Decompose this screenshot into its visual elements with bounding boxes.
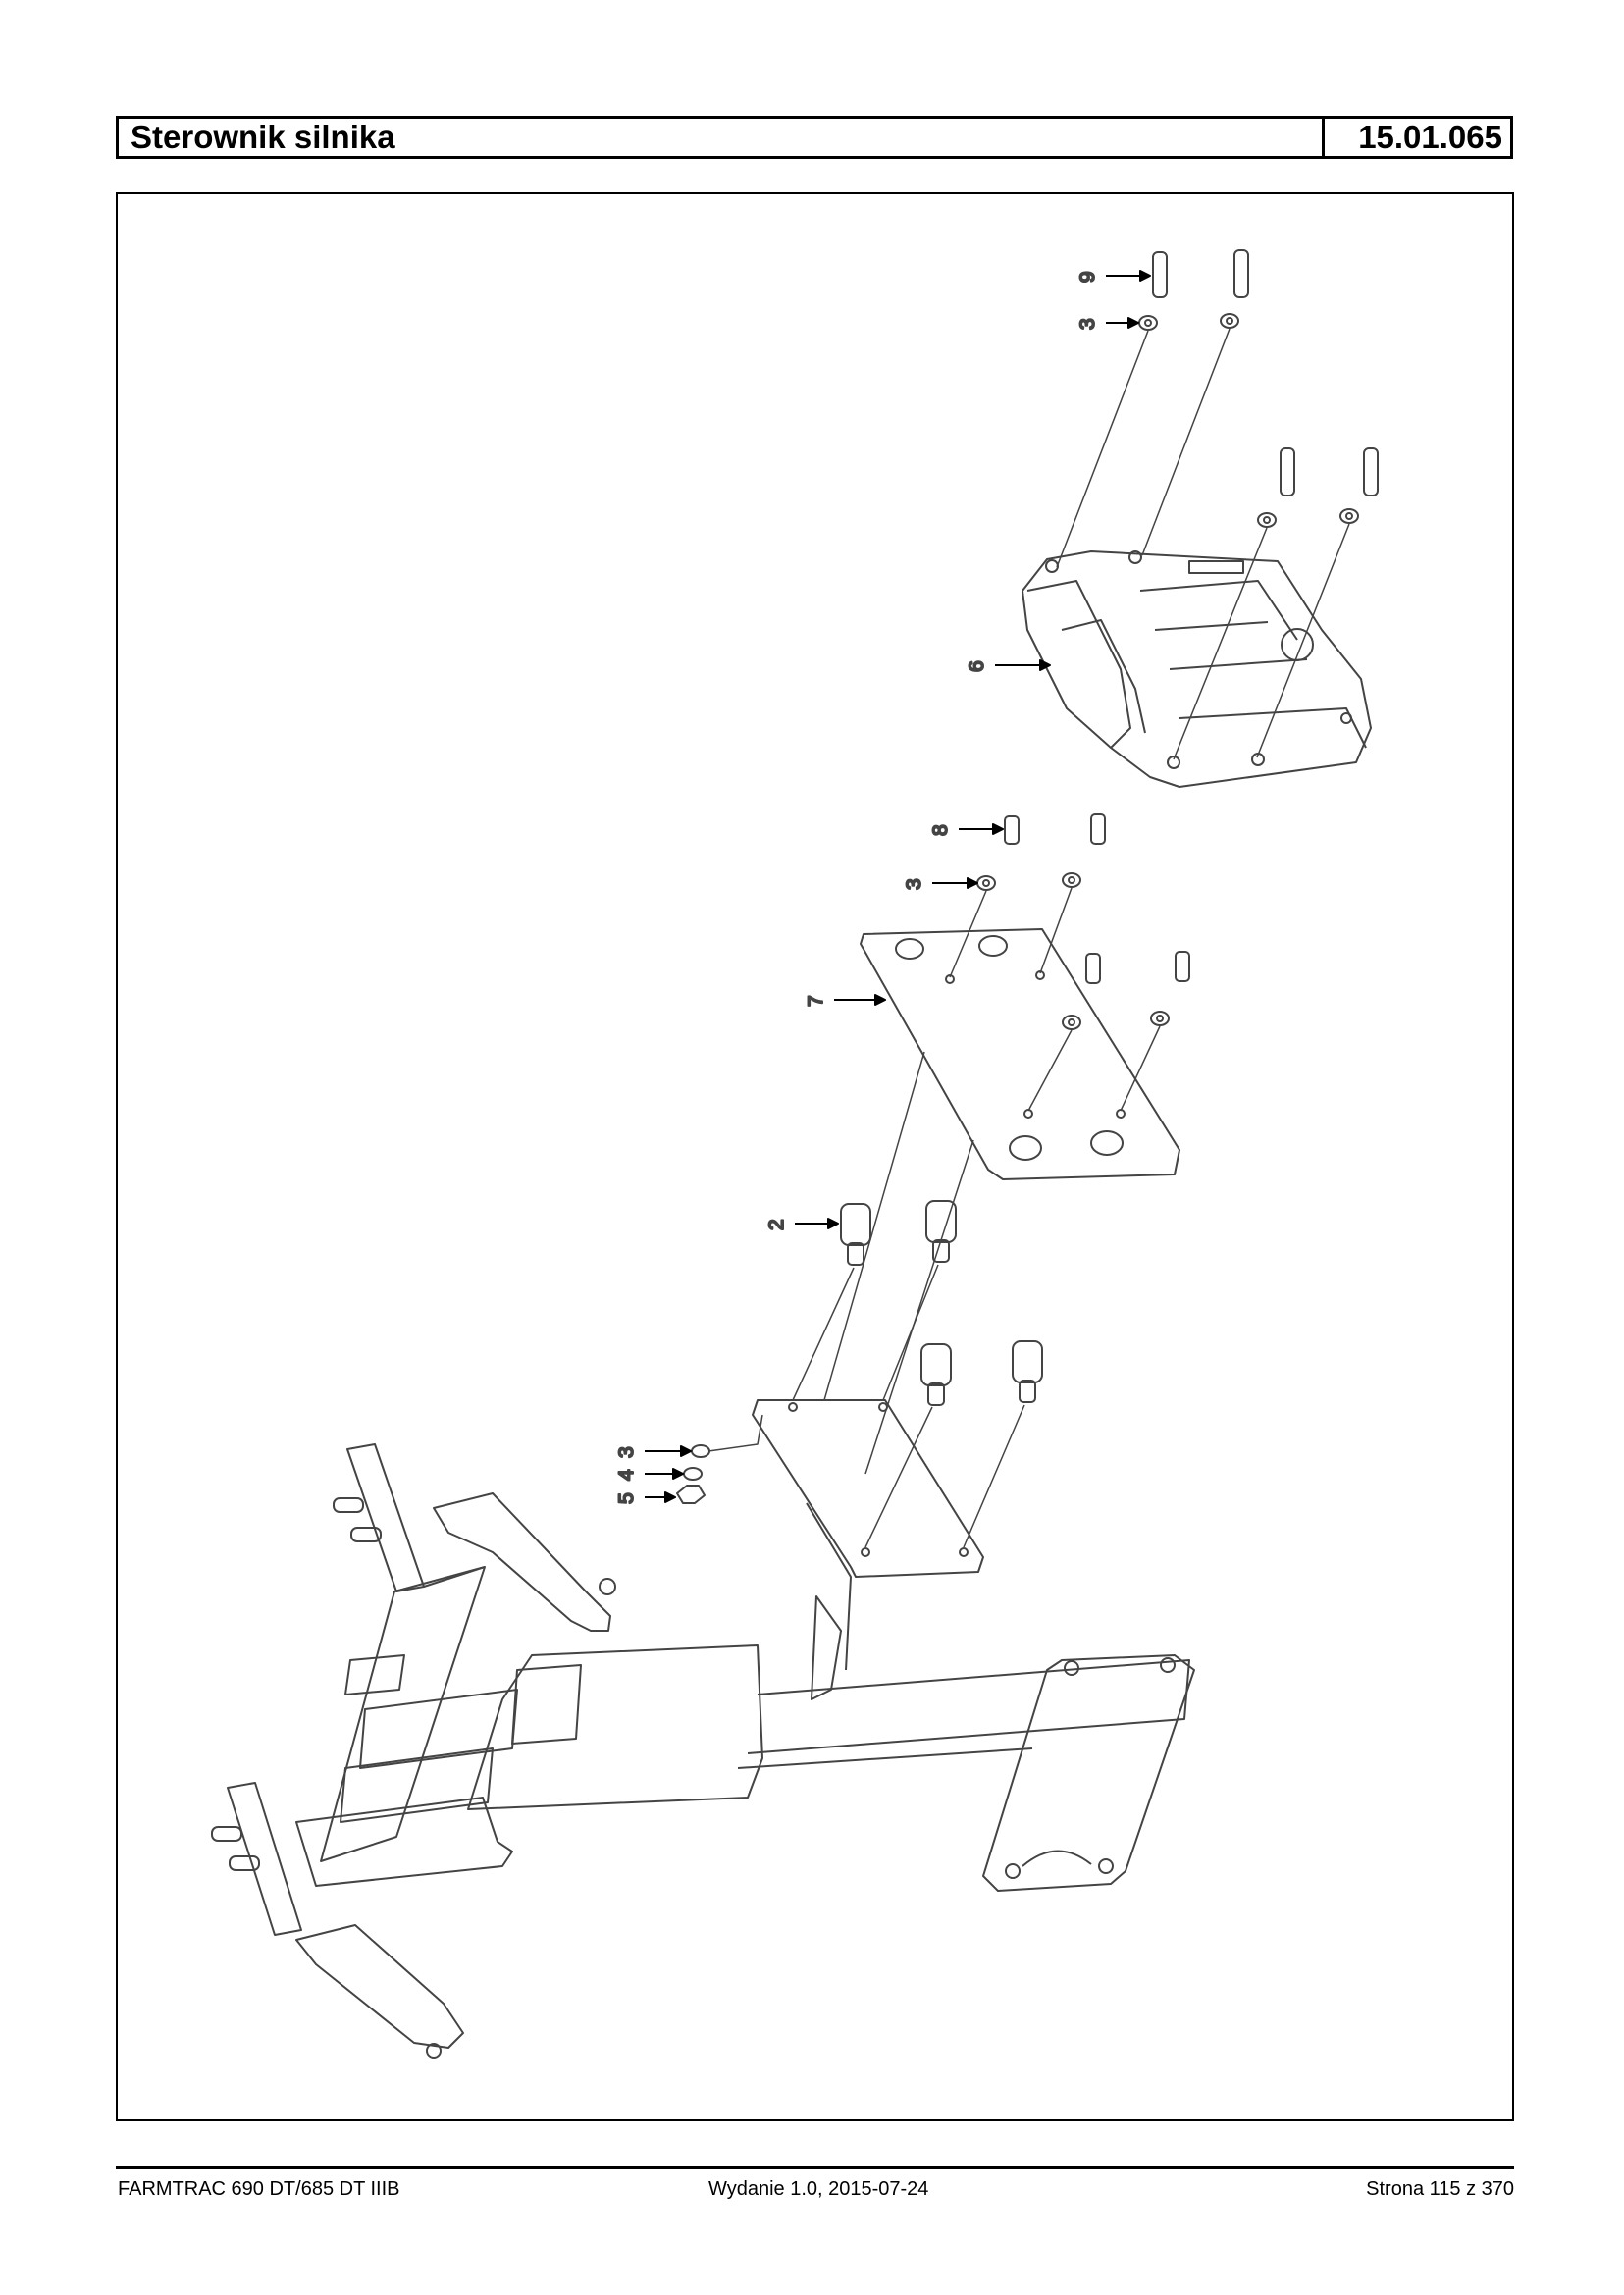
footer-edition: Wydanie 1.0, 2015-07-24	[708, 2178, 929, 2200]
footer-model: FARMTRAC 690 DT/685 DT IIIB	[118, 2178, 400, 2200]
page-header: Sterownik silnika 15.01.065	[116, 116, 1513, 159]
callout-3-bottom: 3	[615, 1446, 638, 1458]
callout-2: 2	[765, 1219, 788, 1230]
callout-4: 4	[615, 1469, 638, 1481]
section-code: 15.01.065	[1322, 119, 1510, 156]
callout-arrows	[645, 270, 1151, 1503]
callout-8: 8	[929, 824, 952, 836]
rubber-mounts	[792, 1200, 1043, 1548]
plate-bolts	[949, 813, 1190, 1112]
bracket-plate	[752, 1399, 984, 1578]
nut-washer-stack	[676, 1414, 763, 1504]
engine-controller	[1022, 550, 1372, 788]
top-bolts	[1056, 249, 1249, 568]
callout-3-top: 3	[1076, 318, 1099, 330]
exploded-view-drawing: 9 3 6 8 3 7 2 5 4 3	[211, 249, 1379, 2059]
page-title: Sterownik silnika	[131, 119, 395, 155]
callout-6: 6	[966, 660, 988, 672]
footer-divider	[116, 2166, 1514, 2169]
support-frame	[211, 1443, 1195, 2059]
callout-7: 7	[805, 995, 827, 1007]
callout-9: 9	[1076, 271, 1099, 283]
callout-3-plate: 3	[903, 878, 925, 890]
ecu-bolts	[1173, 447, 1379, 760]
mounting-plate	[823, 928, 1180, 1475]
callout-5: 5	[615, 1492, 638, 1504]
exploded-view-frame: 9 3 6 8 3 7 2 5 4 3	[116, 192, 1514, 2121]
footer-page-number: Strona 115 z 370	[1366, 2178, 1514, 2200]
